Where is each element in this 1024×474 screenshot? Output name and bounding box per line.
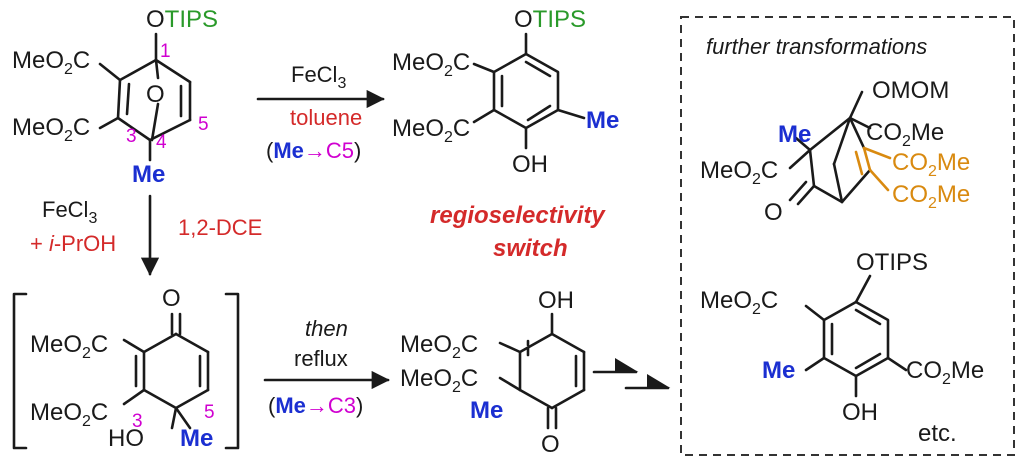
further-transformations-box: further transformations OMOM CO2Me Me Me…: [680, 16, 1015, 456]
box-title: further transformations: [706, 34, 927, 59]
regioselectivity-callout: regioselectivity switch: [430, 202, 606, 262]
down-reaction-arrow: FeCl3 + i-PrOH 1,2-DCE: [30, 194, 262, 276]
quinol-methyl: Me: [470, 397, 503, 424]
product-ester-1: MeO2C: [392, 49, 470, 80]
adduct-ester-orange-1: CO2Me: [892, 149, 970, 180]
etc-label: etc.: [918, 420, 957, 447]
arene-hydroxyl: OH: [842, 399, 878, 426]
bottom-regio-note: (Me→C3): [268, 393, 363, 418]
intermediate-number-5: 5: [204, 402, 215, 423]
quinol-hydroxyl: OH: [538, 287, 574, 314]
bottom-then: then: [305, 316, 348, 341]
quinol-ester-2: MeO2C: [400, 365, 478, 396]
down-reagent: FeCl3: [42, 197, 97, 227]
callout-line-2: switch: [493, 235, 568, 262]
product-hydroxyl: OH: [512, 151, 548, 178]
ester-label-1: MeO2C: [12, 47, 90, 78]
product-c5-phenol: OTIPS MeO2C MeO2C Me OH: [392, 6, 619, 178]
bicyclic-adduct: OMOM CO2Me Me MeO2C O CO2Me CO2Me: [700, 77, 970, 226]
quinol-ester-1: MeO2C: [400, 331, 478, 362]
top-regio-note: (Me→C5): [266, 138, 361, 163]
product-o: O: [514, 6, 533, 33]
starting-material-oxabicycle: OTIPS 1 O MeO2C MeO2C 3 4 5 Me: [12, 6, 218, 188]
top-solvent: toluene: [290, 105, 362, 130]
product-tips: TIPS: [533, 6, 586, 33]
starting-material-o: O: [146, 6, 165, 33]
ester-label-2: MeO2C: [12, 114, 90, 145]
bridge-oxygen: O: [146, 81, 165, 108]
adduct-methyl: Me: [778, 121, 811, 148]
intermediate-ketone-o: O: [162, 285, 181, 312]
svg-text:OTIPS: OTIPS: [146, 6, 218, 33]
down-additive: + i-PrOH: [30, 231, 116, 256]
product-c3-quinol: OH MeO2C MeO2C Me O: [400, 287, 586, 458]
arene-otips: OTIPS: [856, 249, 928, 276]
methyl-label: Me: [132, 161, 165, 188]
intermediate-methyl: Me: [180, 425, 213, 452]
adduct-ester-top: CO2Me: [866, 119, 944, 150]
adduct-ester-left: MeO2C: [700, 157, 778, 188]
bottom-reaction-arrow: then reflux (Me→C3): [263, 316, 390, 418]
product-ester-2: MeO2C: [392, 115, 470, 146]
starting-material-tips: TIPS: [165, 6, 218, 33]
svg-text:OTIPS: OTIPS: [514, 6, 586, 33]
adduct-ester-orange-2: CO2Me: [892, 181, 970, 212]
bracketed-intermediate: O MeO2C MeO2C 3 5 HO Me: [12, 285, 240, 452]
callout-line-1: regioselectivity: [430, 202, 606, 229]
atom-number-1: 1: [160, 41, 171, 62]
adduct-omom: OMOM: [872, 77, 949, 104]
atom-number-5: 5: [198, 114, 209, 135]
atom-number-3: 3: [126, 126, 137, 147]
bottom-reflux: reflux: [294, 346, 348, 371]
intermediate-number-3: 3: [132, 411, 143, 432]
arene-methyl: Me: [762, 357, 795, 384]
top-reaction-arrow: FeCl3 toluene (Me→C5): [256, 62, 385, 163]
down-solvent: 1,2-DCE: [178, 215, 262, 240]
arene-ester-left: MeO2C: [700, 287, 778, 318]
intermediate-hydroxyl: HO: [108, 425, 144, 452]
substituted-arene: OTIPS MeO2C Me CO2Me OH: [700, 249, 984, 426]
top-reagent: FeCl3: [291, 62, 346, 92]
multistep-arrows: [592, 357, 671, 390]
intermediate-ester-1: MeO2C: [30, 331, 108, 362]
atom-number-4: 4: [156, 132, 167, 153]
arene-ester-right: CO2Me: [906, 357, 984, 388]
intermediate-ester-2: MeO2C: [30, 399, 108, 430]
quinol-ketone-o: O: [541, 431, 560, 458]
adduct-ketone-o: O: [764, 199, 783, 226]
product-methyl: Me: [586, 107, 619, 134]
